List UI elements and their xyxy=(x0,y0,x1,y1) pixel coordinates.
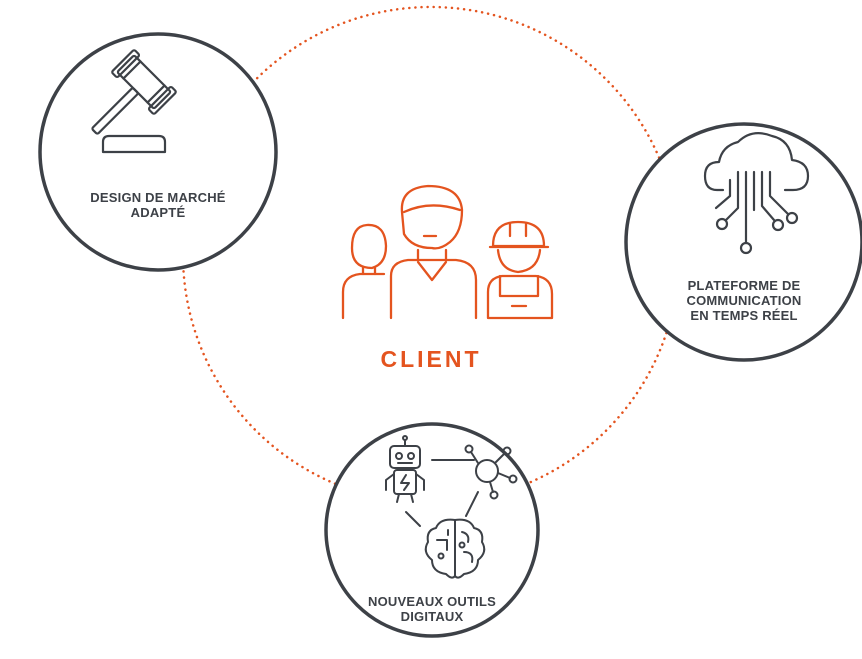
node-digital-tools xyxy=(324,422,540,638)
robot-icon xyxy=(385,435,425,503)
node-market-design xyxy=(38,32,278,272)
label-line: EN TEMPS RÉEL xyxy=(690,308,798,323)
label-line: ADAPTÉ xyxy=(130,205,186,220)
node-circle xyxy=(624,122,862,362)
person-middle-icon xyxy=(389,184,478,320)
client-title: CLIENT xyxy=(380,346,482,372)
person-worker-icon xyxy=(486,220,554,320)
label-line: DIGITAUX xyxy=(400,609,464,624)
cloud-network-icon xyxy=(703,131,810,255)
gavel-icon xyxy=(91,49,177,154)
people-group-icon xyxy=(341,184,554,320)
label-line: NOUVEAUX OUTILS xyxy=(368,594,496,609)
node-label-digital-tools: NOUVEAUX OUTILS DIGITAUX xyxy=(342,594,522,624)
ai-robot-brain-icon xyxy=(385,435,518,579)
person-left-icon xyxy=(341,223,388,320)
network-hub-icon xyxy=(464,444,518,500)
brain-icon xyxy=(424,518,486,579)
node-label-market-design: DESIGN DE MARCHÉ ADAPTÉ xyxy=(58,190,258,220)
node-label-realtime-platform: PLATEFORME DE COMMUNICATION EN TEMPS RÉE… xyxy=(654,278,834,323)
node-realtime-platform xyxy=(624,122,862,362)
label-line: DESIGN DE MARCHÉ xyxy=(90,190,226,205)
label-line: COMMUNICATION xyxy=(686,293,802,308)
label-line: PLATEFORME DE xyxy=(687,278,801,293)
